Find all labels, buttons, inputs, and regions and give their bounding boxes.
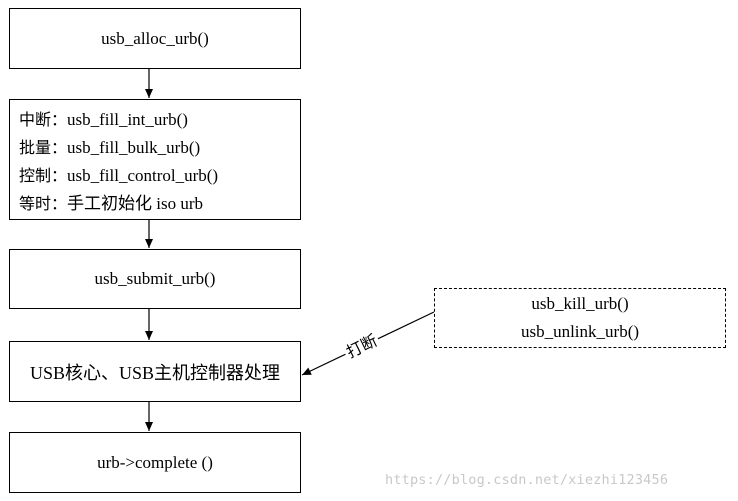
fill-urb-box: 中断：usb_fill_int_urb() 批量：usb_fill_bulk_u… (9, 99, 301, 220)
fill-func-iso: 手工初始化 iso urb (67, 194, 204, 213)
alloc-urb-label: usb_alloc_urb() (101, 28, 209, 48)
urb-complete-box: urb->complete () (9, 432, 301, 493)
submit-urb-label: usb_submit_urb() (94, 269, 216, 288)
urb-complete-label: urb->complete () (97, 452, 213, 472)
usb-core-processing-box: USB核心、USB主机控制器处理 (9, 341, 301, 402)
fill-line-int: 中断：usb_fill_int_urb() (19, 106, 300, 134)
fill-type-iso: 等时： (19, 194, 68, 213)
unlink-urb-label: usb_unlink_urb() (520, 322, 640, 341)
alloc-urb-box: usb_alloc_urb() (9, 8, 301, 69)
fill-func-bulk: usb_fill_bulk_urb() (67, 138, 201, 157)
fill-func-control: usb_fill_control_urb() (67, 166, 219, 185)
fill-line-iso: 等时：手工初始化 iso urb (19, 190, 300, 218)
fill-type-int: 中断： (19, 110, 68, 129)
fill-type-control: 控制： (19, 166, 68, 185)
usb-core-processing-label: USB核心、USB主机控制器处理 (29, 362, 281, 383)
fill-type-bulk: 批量： (19, 138, 68, 157)
submit-urb-box: usb_submit_urb() (9, 249, 301, 309)
fill-func-int: usb_fill_int_urb() (67, 110, 188, 129)
fill-line-control: 控制：usb_fill_control_urb() (19, 162, 300, 190)
kill-urb-label: usb_kill_urb() (531, 294, 629, 313)
cancel-urb-box: usb_kill_urb() usb_unlink_urb() (434, 288, 726, 348)
watermark-text: https://blog.csdn.net/xiezhi123456 (385, 472, 669, 488)
fill-line-bulk: 批量：usb_fill_bulk_urb() (19, 134, 300, 162)
